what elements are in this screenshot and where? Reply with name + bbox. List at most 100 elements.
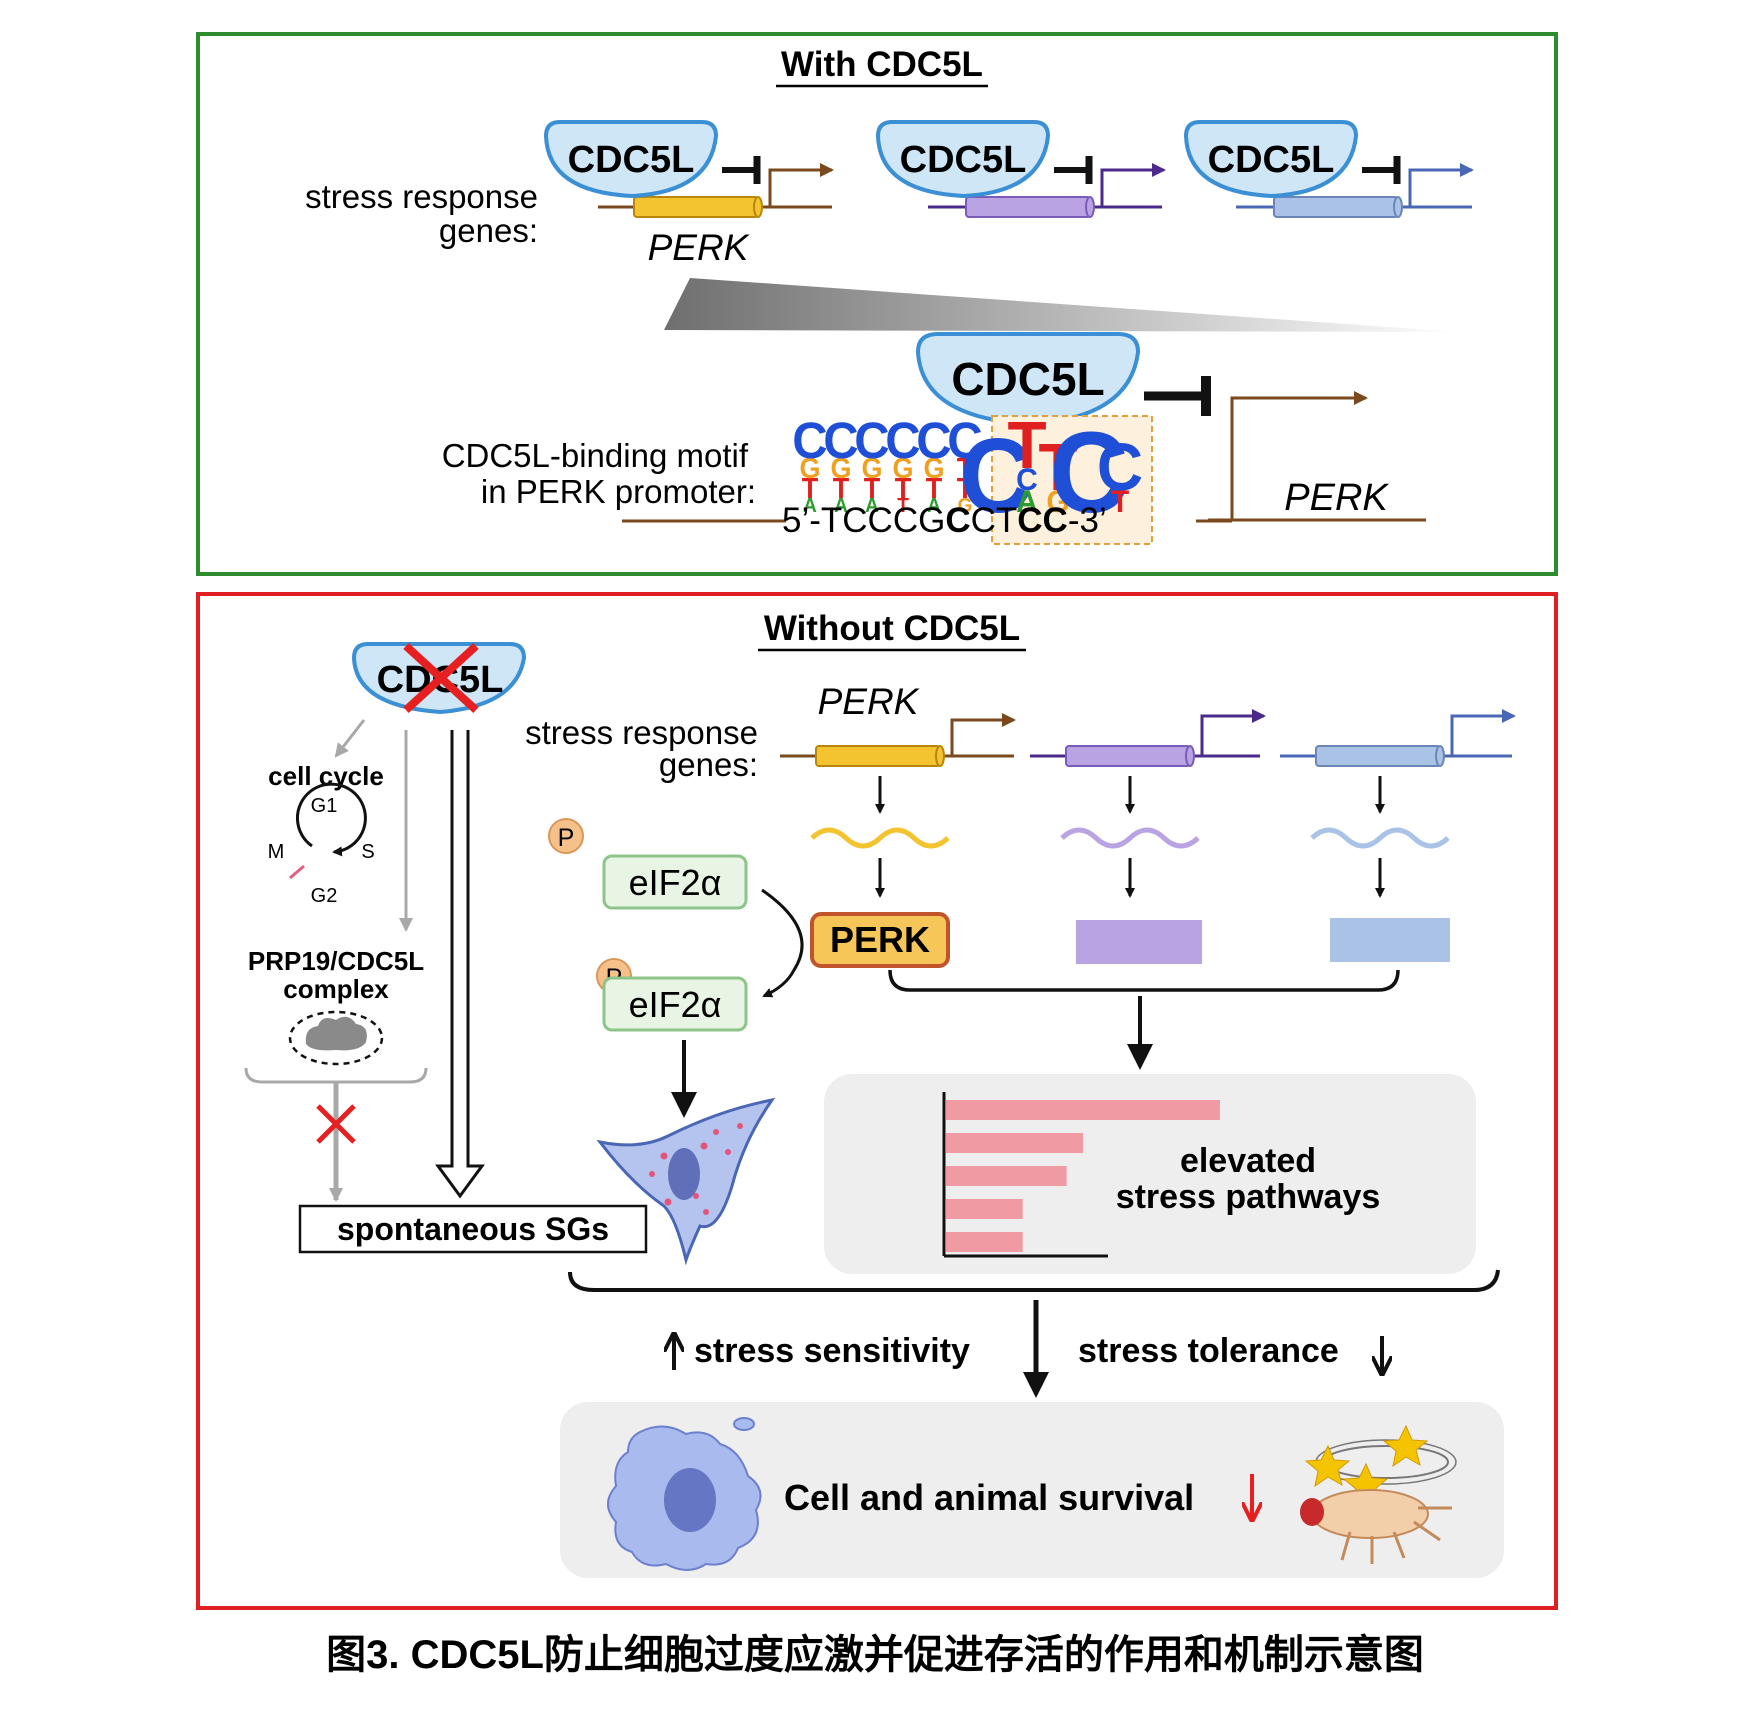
pathway-bar <box>946 1100 1220 1120</box>
logo-letter: G <box>924 452 945 484</box>
bottom-genes-label-line2: genes: <box>659 746 758 783</box>
zoom-wedge <box>664 278 1460 332</box>
perk-protein-label: PERK <box>830 919 930 960</box>
top-cdc5l-label-1: CDC5L <box>568 139 695 181</box>
sequence-core-2: CT <box>971 501 1018 540</box>
dizzy-fly <box>1300 1424 1457 1564</box>
logo-letter: T <box>1038 430 1077 505</box>
sequence-core-3: CC <box>1017 501 1068 540</box>
logo-letter: A <box>1016 483 1038 519</box>
pathway-bar <box>946 1166 1067 1186</box>
top-cdc5l-protein-2 <box>875 120 1051 199</box>
zoom-perk-gene-name: PERK <box>1284 477 1389 519</box>
pathways-label-line2: stress pathways <box>1116 1178 1381 1216</box>
logo-letter: A <box>865 495 879 518</box>
motif-label-line2: in PERK promoter: <box>481 473 756 510</box>
bottom-perk-gene-name: PERK <box>818 681 921 722</box>
promoter-sequence: 5’-TCCCGCCTCC-3’ <box>782 501 1107 540</box>
mrna-perk <box>810 827 950 849</box>
purple-protein-box <box>1076 920 1202 964</box>
complex-label-line2: complex <box>283 974 389 1004</box>
pathways-panel <box>824 1074 1476 1274</box>
top-genes-label-line1: stress response <box>305 178 538 215</box>
pathway-bar <box>946 1232 1023 1252</box>
motif-label-line1: CDC5L-binding motif <box>442 437 749 474</box>
logo-letter: T <box>802 472 819 504</box>
top-genes-label-line2: genes: <box>439 212 538 249</box>
top-gene-purple: CDC5L <box>875 120 1166 218</box>
phase-m: M <box>268 841 285 863</box>
bottom-gene-blue <box>1280 709 1516 767</box>
logo-letter: C <box>885 412 920 469</box>
bottom-panel-title: Without CDC5L <box>764 609 1020 648</box>
logo-letter: C <box>1016 461 1038 497</box>
pathways-label-line1: elevated <box>1180 1142 1316 1180</box>
phospho-label-1: P <box>558 824 575 852</box>
logo-letter: A <box>803 495 817 518</box>
complex-icon <box>288 1010 384 1066</box>
eif2a-label-2: eIF2α <box>629 984 722 1025</box>
sequence-core-1: C <box>945 501 970 540</box>
knockout-cdc5l: CDC5L <box>351 642 527 715</box>
logo-letter: T <box>926 472 943 504</box>
bottom-gene-purple <box>1030 709 1266 767</box>
logo-letter: T <box>897 495 909 518</box>
logo-letter: G <box>958 495 973 518</box>
cell-cycle-label: cell cycle <box>268 761 384 791</box>
logo-letter: T <box>957 472 974 504</box>
logo-letter: A <box>927 495 941 518</box>
phase-s: S <box>361 841 374 863</box>
top-perk-gene-body <box>633 196 759 218</box>
eif2a-label-1: eIF2α <box>629 862 722 903</box>
logo-letter: G <box>831 452 852 484</box>
pathway-bar <box>946 1133 1083 1153</box>
top-cdc5l-protein-3 <box>1183 120 1359 199</box>
logo-letter: T <box>1007 408 1046 483</box>
eif2a-box-1 <box>602 854 748 910</box>
zoom-cdc5l-label: CDC5L <box>951 353 1104 405</box>
bottom-genes-label-line1: stress response <box>525 714 758 751</box>
survival-panel <box>560 1402 1504 1578</box>
logo-letter: T <box>833 472 850 504</box>
phase-g2: G2 <box>311 885 338 907</box>
logo-letter: C <box>854 412 889 469</box>
top-panel-border <box>196 32 1558 576</box>
bottom-panel-border <box>196 592 1558 1610</box>
eif2a-box-2 <box>602 976 748 1032</box>
complex-label-line1: PRP19/CDC5L <box>248 946 424 976</box>
sgs-box <box>298 1204 648 1254</box>
logo-letter: T <box>957 452 974 484</box>
top-cdc5l-protein-1 <box>543 120 719 199</box>
logo-letter: A <box>834 495 848 518</box>
hollow-arrow <box>435 730 485 1199</box>
top-gene-blue: CDC5L <box>1183 120 1474 218</box>
zoomed-promoter-detail: CDC5L PERK CDC5L-binding motif in PERK p… <box>442 332 1426 545</box>
logo-letter: C <box>947 412 982 469</box>
sensitivity-label: stress sensitivity <box>694 1332 970 1370</box>
cell-cycle-diagram: G1 S G2 M <box>268 782 375 907</box>
top-cdc5l-label-2: CDC5L <box>900 139 1027 181</box>
logo-letter: G <box>893 452 914 484</box>
figure-caption: 图3. CDC5L防止细胞过度应激并促进存活的作用和机制示意图 <box>326 1633 1424 1677</box>
dying-cell <box>607 1417 762 1571</box>
logo-letter: T <box>864 472 881 504</box>
phospho-circle-1 <box>548 818 584 854</box>
logo-letter: C <box>960 416 1033 535</box>
logo-letter: C <box>823 412 858 469</box>
bottom-panel: Without CDC5L CDC5L cell cycle G1 S G2 M… <box>196 592 1558 1610</box>
top-gene-perk: CDC5L PERK <box>543 120 834 268</box>
top-panel: With CDC5L stress response genes: CDC5L … <box>196 32 1558 576</box>
blue-protein-box <box>1330 918 1450 962</box>
sequence-prefix: 5’-TCCCG <box>782 501 945 540</box>
tolerance-label: stress tolerance <box>1078 1332 1339 1370</box>
sgs-label: spontaneous SGs <box>337 1211 609 1247</box>
logo-letter: G <box>1046 483 1069 519</box>
stress-granule-cell <box>596 1097 776 1266</box>
bottom-gene-perk <box>780 713 1016 767</box>
motif-core-highlight <box>991 415 1153 545</box>
pathway-bar-chart <box>942 1092 1220 1258</box>
logo-letter: C <box>916 412 951 469</box>
